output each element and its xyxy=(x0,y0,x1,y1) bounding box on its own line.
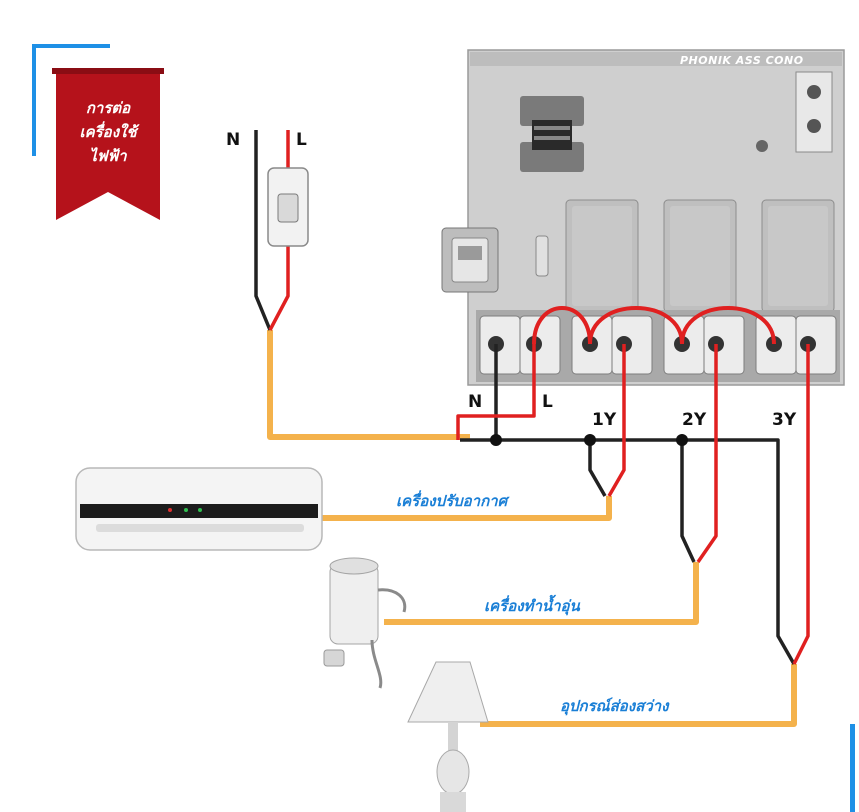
switch-live-label: L xyxy=(296,130,307,150)
terminal-neutral-label: N xyxy=(468,392,483,412)
badge-line-2: เครื่องใช้ xyxy=(79,123,137,141)
badge-ribbon xyxy=(56,72,160,220)
aircon-unit xyxy=(75,467,323,551)
heater-cable xyxy=(384,562,699,625)
transformer xyxy=(520,96,584,172)
water-heater-label: เครื่องทำน้ำอุ่น xyxy=(484,597,580,615)
badge-line-1: การต่อ xyxy=(85,99,131,117)
top-terminal xyxy=(795,71,833,153)
water-heater xyxy=(323,557,407,689)
badge-line-3: ไฟฟ้า xyxy=(89,147,127,165)
badge-title: การต่อ เครื่องใช้ ไฟฟ้า xyxy=(56,96,160,168)
terminal-strip xyxy=(476,310,840,382)
lamp-cable xyxy=(480,664,797,727)
lamp-label: อุปกรณ์ส่องสว่าง xyxy=(560,697,669,715)
relay-2 xyxy=(663,199,737,313)
table-lamp xyxy=(407,661,489,812)
live-wires xyxy=(268,130,810,665)
jumper-wires xyxy=(532,306,776,345)
rocker-switch xyxy=(441,227,499,293)
output-2y-label: 2Y xyxy=(682,410,707,430)
output-3y-label: 3Y xyxy=(772,410,797,430)
aircon-label: เครื่องปรับอากาศ xyxy=(396,492,508,510)
corner-accent-bottom-right xyxy=(850,724,855,812)
wall-switch xyxy=(267,167,309,247)
board-brand: PHONIK ASS CONO xyxy=(680,54,804,67)
badge-ribbon-top xyxy=(52,68,164,74)
junction-dots xyxy=(490,434,688,446)
terminal-live-label: L xyxy=(542,392,553,412)
output-1y-label: 1Y xyxy=(592,410,617,430)
cables xyxy=(267,330,797,727)
aircon-cable xyxy=(320,496,612,521)
relay-1 xyxy=(565,199,639,313)
corner-accent-top-left xyxy=(32,44,110,156)
controller-board xyxy=(441,49,845,386)
neutral-wires xyxy=(254,130,796,665)
relay-3 xyxy=(761,199,835,313)
supply-cable xyxy=(267,330,470,440)
switch-neutral-label: N xyxy=(226,130,241,150)
